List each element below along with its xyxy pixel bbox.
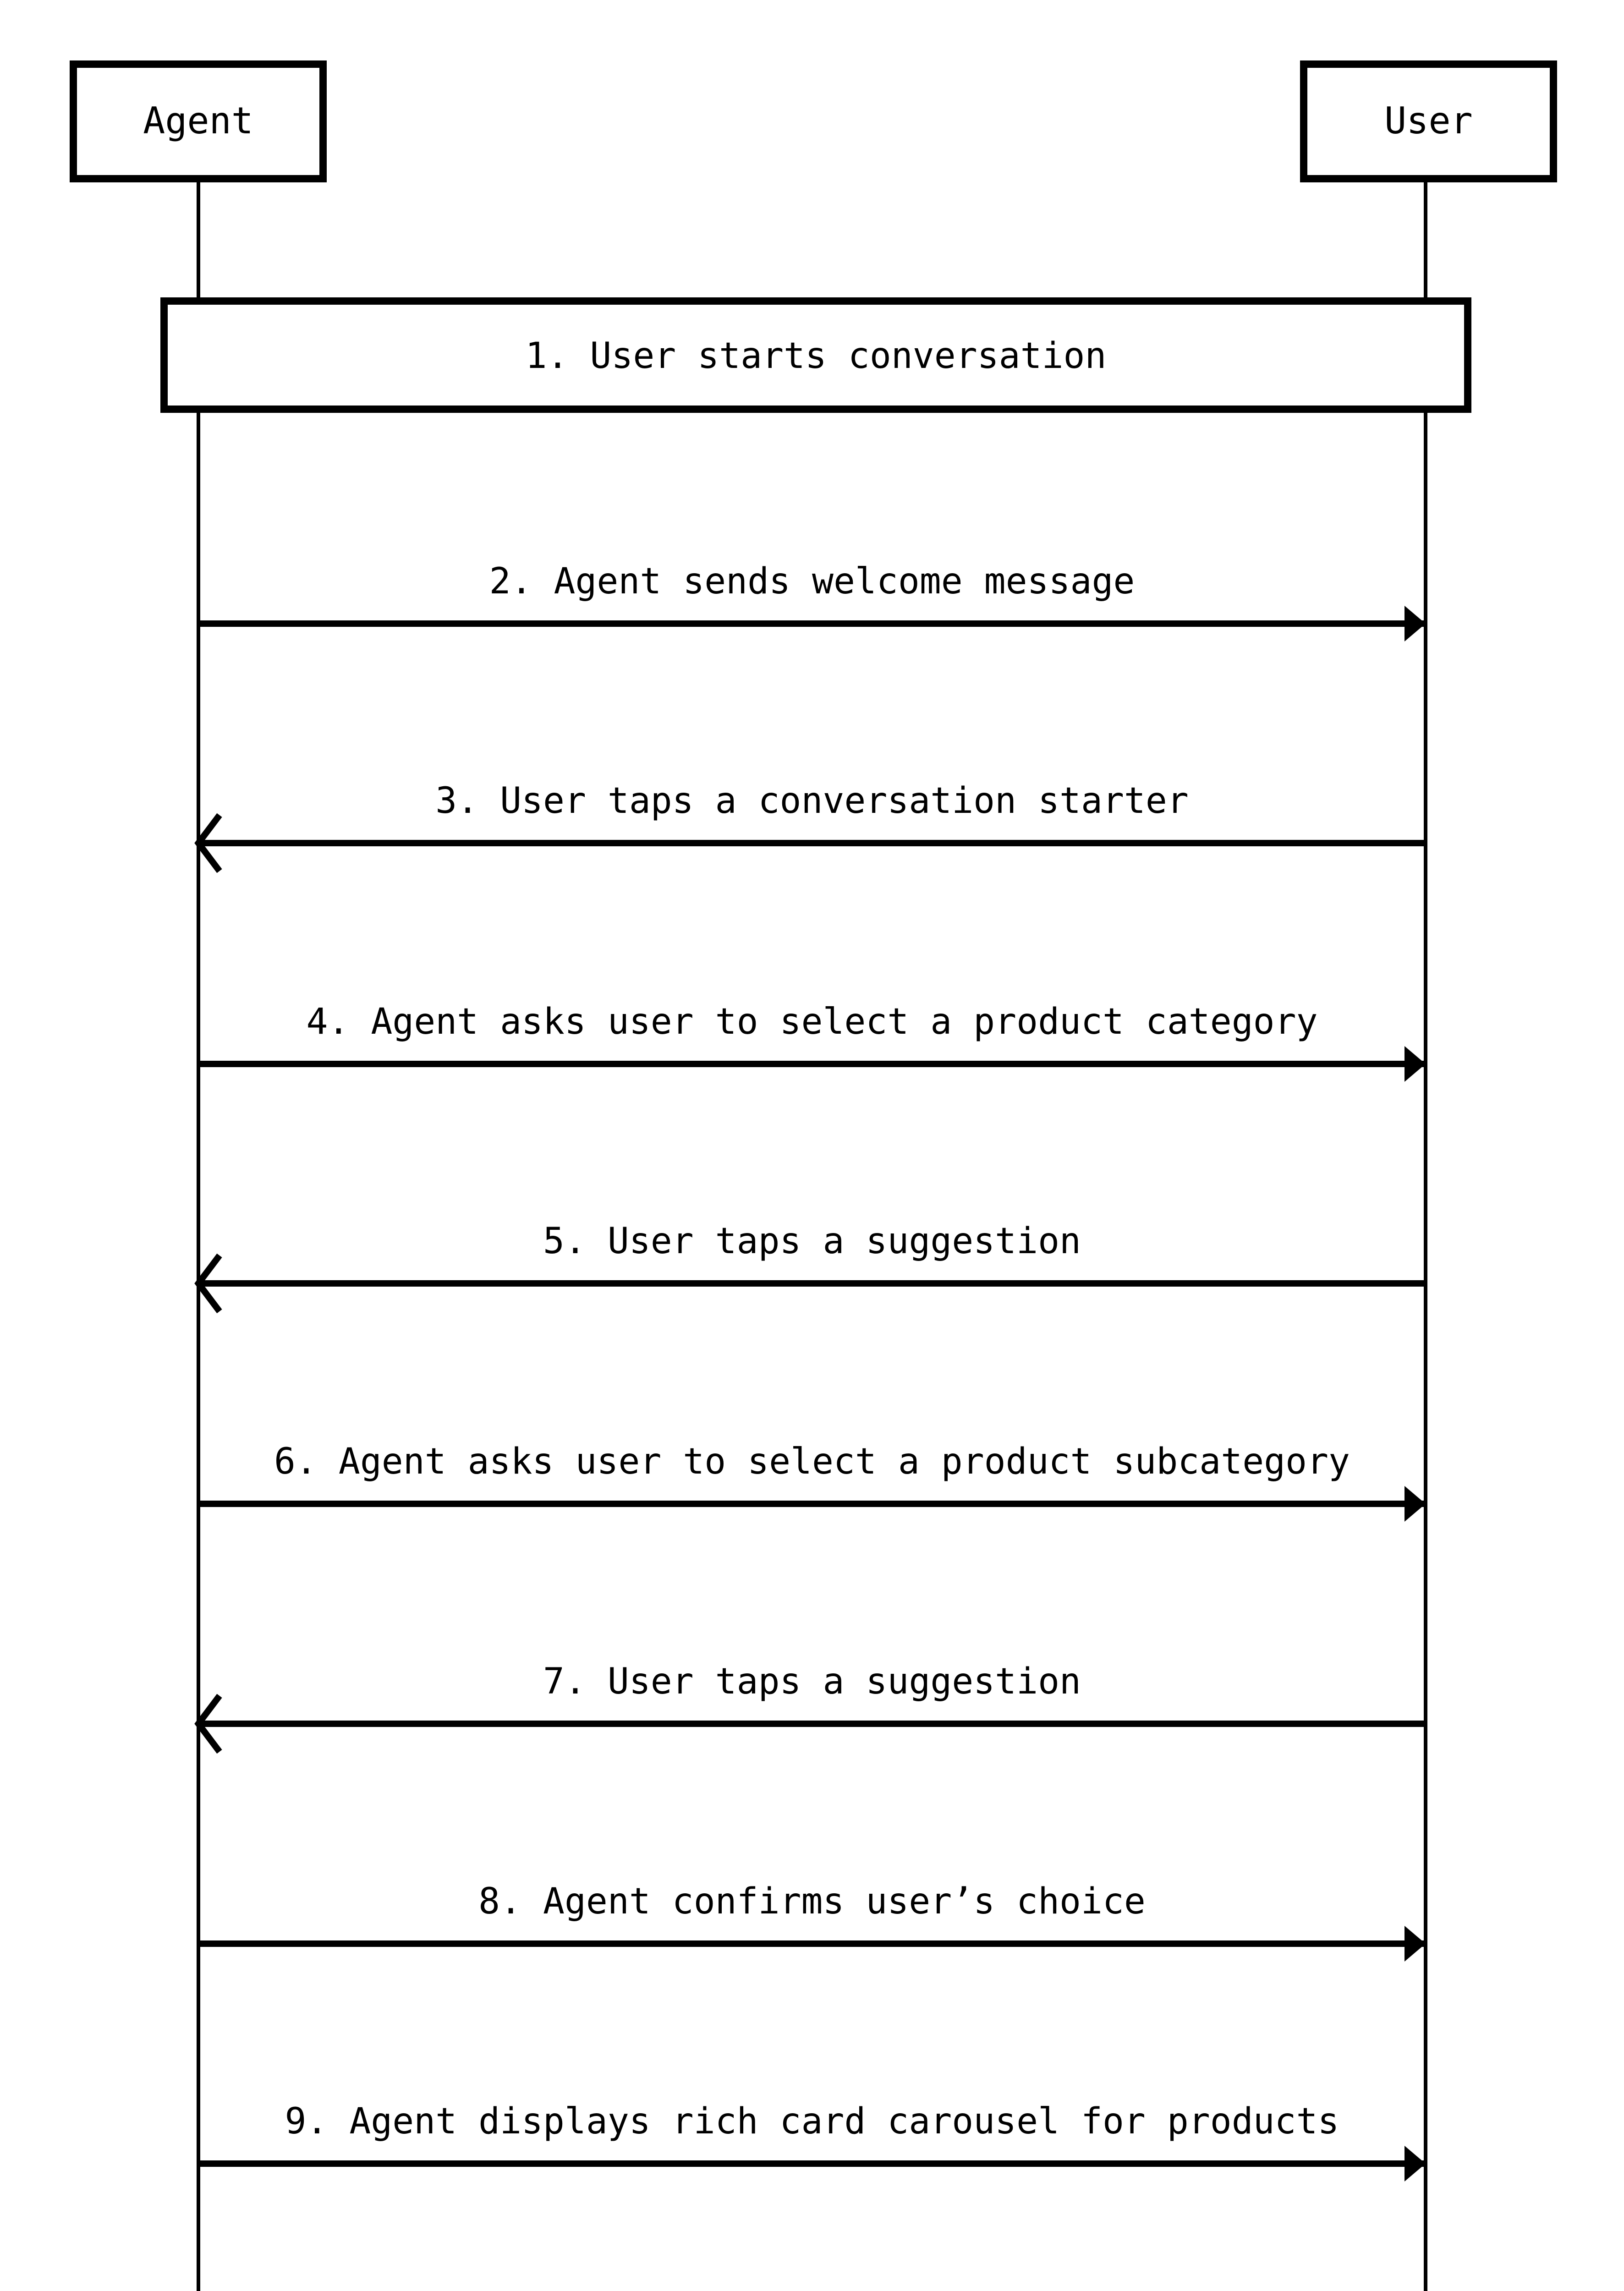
messages-layer: 2. Agent sends welcome message 3. User ta…: [194, 561, 1426, 2181]
actor-box-user-top[interactable]: User: [1300, 60, 1557, 182]
actor-box-rect: [1300, 60, 1557, 182]
message-6[interactable]: 6. Agent asks user to select a product s…: [198, 1441, 1426, 1522]
note-label: 1. User starts conversation: [526, 335, 1107, 377]
message-3[interactable]: 3. User taps a conversation starter: [194, 780, 1426, 873]
message-label: 8. Agent confirms user’s choice: [478, 1881, 1146, 1922]
notes-layer: 1. User starts conversation: [160, 297, 1471, 413]
arrowhead-open-left-icon: [194, 813, 222, 873]
message-7[interactable]: 7. User taps a suggestion: [194, 1661, 1426, 1754]
actor-label-user-top: User: [1384, 99, 1473, 142]
note-1[interactable]: 1. User starts conversation: [160, 297, 1471, 413]
arrowhead-open-left-icon: [194, 1253, 222, 1314]
actors-layer: AgentUserAgentUser: [70, 60, 1557, 182]
message-label: 7. User taps a suggestion: [543, 1661, 1081, 1702]
note-box-rect: [160, 297, 1471, 413]
message-label: 5. User taps a suggestion: [543, 1221, 1081, 1262]
message-label: 6. Agent asks user to select a product s…: [274, 1441, 1350, 1482]
message-2[interactable]: 2. Agent sends welcome message: [198, 561, 1426, 641]
message-label: 9. Agent displays rich card carousel for…: [285, 2101, 1339, 2142]
arrowhead-filled-right-icon: [1405, 1926, 1426, 1962]
message-label: 3. User taps a conversation starter: [435, 780, 1189, 822]
message-label: 2. Agent sends welcome message: [489, 561, 1135, 602]
message-4[interactable]: 4. Agent asks user to select a product c…: [198, 1001, 1426, 1082]
arrowhead-filled-right-icon: [1405, 2146, 1426, 2181]
message-8[interactable]: 8. Agent confirms user’s choice: [198, 1881, 1426, 1962]
arrowhead-open-left-icon: [194, 1694, 222, 1754]
actor-label-agent-top: Agent: [143, 99, 253, 142]
arrowhead-filled-right-icon: [1405, 1046, 1426, 1082]
arrowhead-filled-right-icon: [1405, 1486, 1426, 1522]
message-label: 4. Agent asks user to select a product c…: [306, 1001, 1317, 1042]
arrowhead-filled-right-icon: [1405, 606, 1426, 641]
actor-box-agent-top[interactable]: Agent: [70, 60, 327, 182]
message-9[interactable]: 9. Agent displays rich card carousel for…: [198, 2101, 1426, 2181]
message-5[interactable]: 5. User taps a suggestion: [194, 1221, 1426, 1314]
actor-box-rect: [70, 60, 327, 182]
lifelines-layer: [197, 179, 1427, 2291]
